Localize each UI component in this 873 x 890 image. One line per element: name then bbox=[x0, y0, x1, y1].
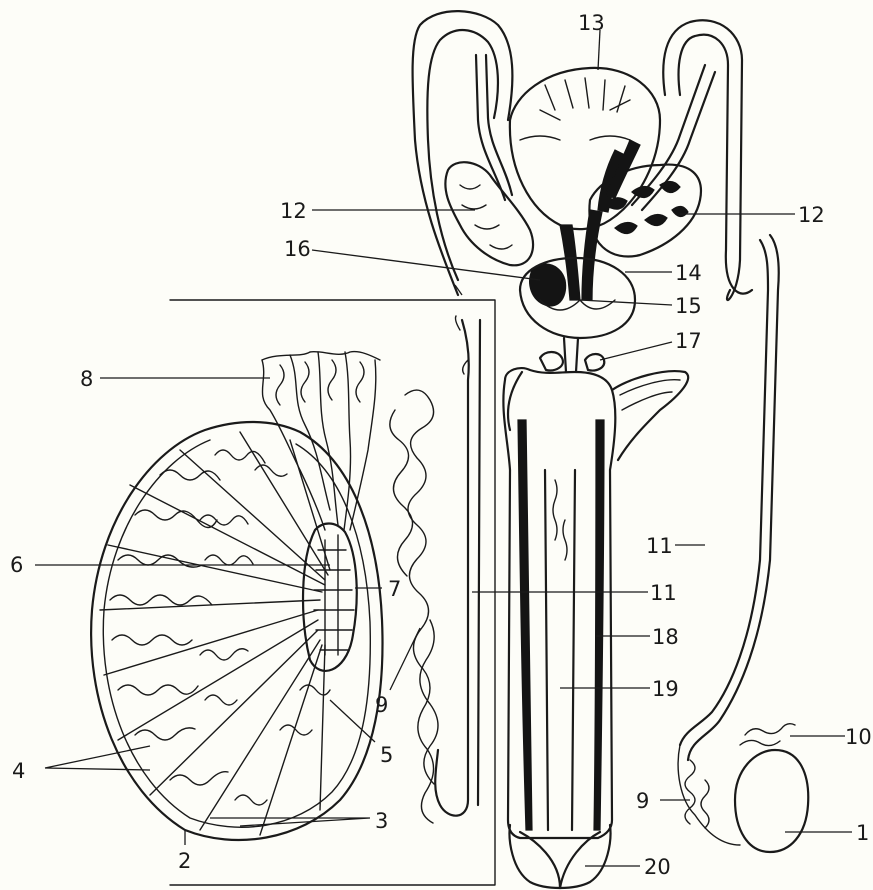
label-4: 4 bbox=[12, 759, 25, 783]
label-9-epididymis: 9 bbox=[375, 693, 388, 717]
label-6: 6 bbox=[10, 553, 23, 577]
label-15: 15 bbox=[675, 294, 702, 318]
inset-frame bbox=[170, 300, 495, 885]
label-5: 5 bbox=[380, 743, 393, 767]
label-14: 14 bbox=[675, 261, 702, 285]
label-3: 3 bbox=[375, 809, 388, 833]
label-16: 16 bbox=[284, 237, 311, 261]
label-17: 17 bbox=[675, 329, 702, 353]
testis-section bbox=[91, 316, 480, 840]
label-9-small: 9 bbox=[636, 789, 649, 813]
label-18: 18 bbox=[652, 625, 679, 649]
label-11-right: 11 bbox=[646, 534, 673, 558]
label-11-inset: 11 bbox=[650, 581, 677, 605]
label-7: 7 bbox=[388, 577, 401, 601]
label-13: 13 bbox=[578, 11, 605, 35]
label-20: 20 bbox=[644, 855, 671, 879]
pelvic-organs bbox=[413, 11, 752, 888]
label-2: 2 bbox=[178, 849, 191, 873]
label-8: 8 bbox=[80, 367, 93, 391]
label-10: 10 bbox=[845, 725, 872, 749]
label-1: 1 bbox=[856, 821, 869, 845]
label-19: 19 bbox=[652, 677, 679, 701]
small-testis bbox=[678, 235, 808, 852]
label-12-right: 12 bbox=[798, 203, 825, 227]
leader-lines bbox=[35, 30, 852, 866]
label-12-left: 12 bbox=[280, 199, 307, 223]
